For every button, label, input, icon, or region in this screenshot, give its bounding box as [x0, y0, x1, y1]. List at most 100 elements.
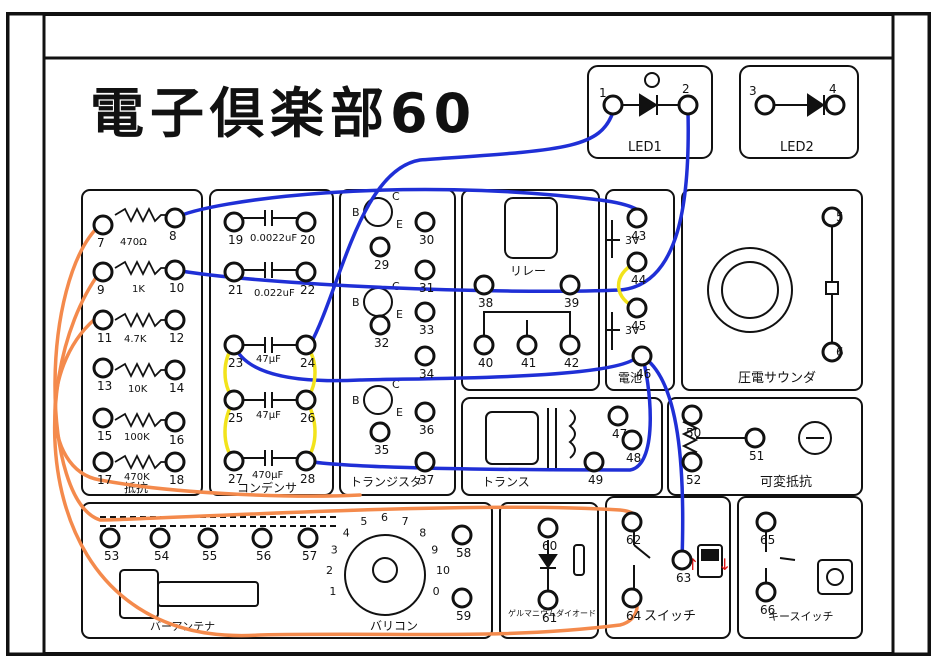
terminal-26[interactable] [295, 389, 317, 411]
terminal-9[interactable] [92, 261, 114, 283]
r5-value: 100K [124, 432, 150, 443]
terminal-17[interactable] [92, 451, 114, 473]
terminal-32[interactable] [369, 314, 391, 336]
terminal-49[interactable] [583, 451, 605, 473]
led2-label: LED2 [780, 140, 814, 155]
terminal-59[interactable] [451, 587, 473, 609]
terminal-28[interactable] [295, 450, 317, 472]
svg-text:B: B [352, 296, 360, 309]
svg-text:B: B [352, 206, 360, 219]
terminal-label-10: 10 [169, 281, 184, 295]
relay-label: リレー [510, 264, 546, 278]
terminal-label-62: 62 [626, 533, 641, 547]
terminal-45[interactable] [626, 297, 648, 319]
terminal-54[interactable] [149, 527, 171, 549]
terminal-56[interactable] [251, 527, 273, 549]
terminal-44[interactable] [626, 251, 648, 273]
terminal-13[interactable] [92, 357, 114, 379]
terminal-10[interactable] [164, 259, 186, 281]
terminal-50[interactable] [681, 404, 703, 426]
varicon-dial [344, 534, 426, 616]
terminal-51[interactable] [744, 427, 766, 449]
terminal-31[interactable] [414, 259, 436, 281]
terminal-4[interactable] [824, 94, 846, 116]
transformer-core [485, 411, 539, 465]
keyswitch-label: キースイッチ [768, 610, 833, 623]
terminal-37[interactable] [414, 451, 436, 473]
terminal-7[interactable] [92, 214, 114, 236]
terminal-label-21: 21 [228, 283, 243, 297]
terminal-33[interactable] [414, 301, 436, 323]
terminal-12[interactable] [164, 309, 186, 331]
terminal-58[interactable] [451, 524, 473, 546]
terminal-label-39: 39 [564, 296, 579, 310]
terminal-6[interactable] [821, 341, 843, 363]
terminal-46[interactable] [631, 345, 653, 367]
terminal-47[interactable] [607, 405, 629, 427]
battery-label: 電池 [618, 371, 642, 385]
terminal-label-33: 33 [419, 323, 434, 337]
terminal-64[interactable] [621, 587, 643, 609]
terminal-15[interactable] [92, 407, 114, 429]
terminal-19[interactable] [223, 211, 245, 233]
terminal-55[interactable] [197, 527, 219, 549]
terminal-41[interactable] [516, 334, 538, 356]
terminal-38[interactable] [473, 274, 495, 296]
terminal-25[interactable] [223, 389, 245, 411]
terminal-label-42: 42 [564, 356, 579, 370]
terminal-24[interactable] [295, 334, 317, 356]
terminal-14[interactable] [164, 359, 186, 381]
terminal-label-9: 9 [97, 283, 105, 297]
terminal-35[interactable] [369, 421, 391, 443]
terminal-40[interactable] [473, 334, 495, 356]
terminal-5[interactable] [821, 206, 843, 228]
orange-wire-3 [53, 313, 362, 498]
terminal-29[interactable] [369, 236, 391, 258]
terminal-20[interactable] [295, 211, 317, 233]
right-rail [891, 12, 931, 656]
terminal-8[interactable] [164, 207, 186, 229]
transformer-panel [461, 397, 663, 496]
svg-text:B: B [352, 394, 360, 407]
terminal-62[interactable] [621, 511, 643, 533]
terminal-52[interactable] [681, 451, 703, 473]
terminal-1[interactable] [602, 94, 624, 116]
terminal-57[interactable] [297, 527, 319, 549]
terminal-63[interactable] [671, 549, 693, 571]
terminal-22[interactable] [295, 261, 317, 283]
orange-wire-1 [53, 223, 639, 527]
terminal-66[interactable] [755, 581, 777, 603]
diode-symbol [538, 540, 585, 590]
terminal-42[interactable] [559, 334, 581, 356]
terminal-11[interactable] [92, 309, 114, 331]
terminal-label-64: 64 [626, 609, 641, 623]
terminal-30[interactable] [414, 211, 436, 233]
terminal-36[interactable] [414, 401, 436, 423]
svg-text:E: E [396, 406, 403, 419]
terminal-53[interactable] [99, 527, 121, 549]
terminal-label-34: 34 [419, 367, 434, 381]
blue-wire-4 [232, 343, 640, 383]
terminal-34[interactable] [414, 345, 436, 367]
terminal-21[interactable] [223, 261, 245, 283]
terminal-18[interactable] [164, 451, 186, 473]
terminal-23[interactable] [223, 334, 245, 356]
terminal-16[interactable] [164, 411, 186, 433]
terminal-48[interactable] [621, 429, 643, 451]
terminal-61[interactable] [537, 589, 559, 611]
terminal-60[interactable] [537, 517, 559, 539]
terminal-27[interactable] [223, 450, 245, 472]
terminal-label-43: 43 [631, 229, 646, 243]
terminal-39[interactable] [559, 274, 581, 296]
terminal-label-61: 61 [542, 611, 557, 625]
terminal-label-56: 56 [256, 549, 271, 563]
terminal-65[interactable] [755, 511, 777, 533]
terminal-43[interactable] [626, 207, 648, 229]
terminal-label-45: 45 [631, 319, 646, 333]
terminal-label-23: 23 [228, 356, 243, 370]
terminal-3[interactable] [754, 94, 776, 116]
keyswitch-panel [737, 496, 863, 639]
diode-panel [499, 502, 599, 639]
terminal-2[interactable] [677, 94, 699, 116]
r4-value: 10K [128, 384, 148, 395]
